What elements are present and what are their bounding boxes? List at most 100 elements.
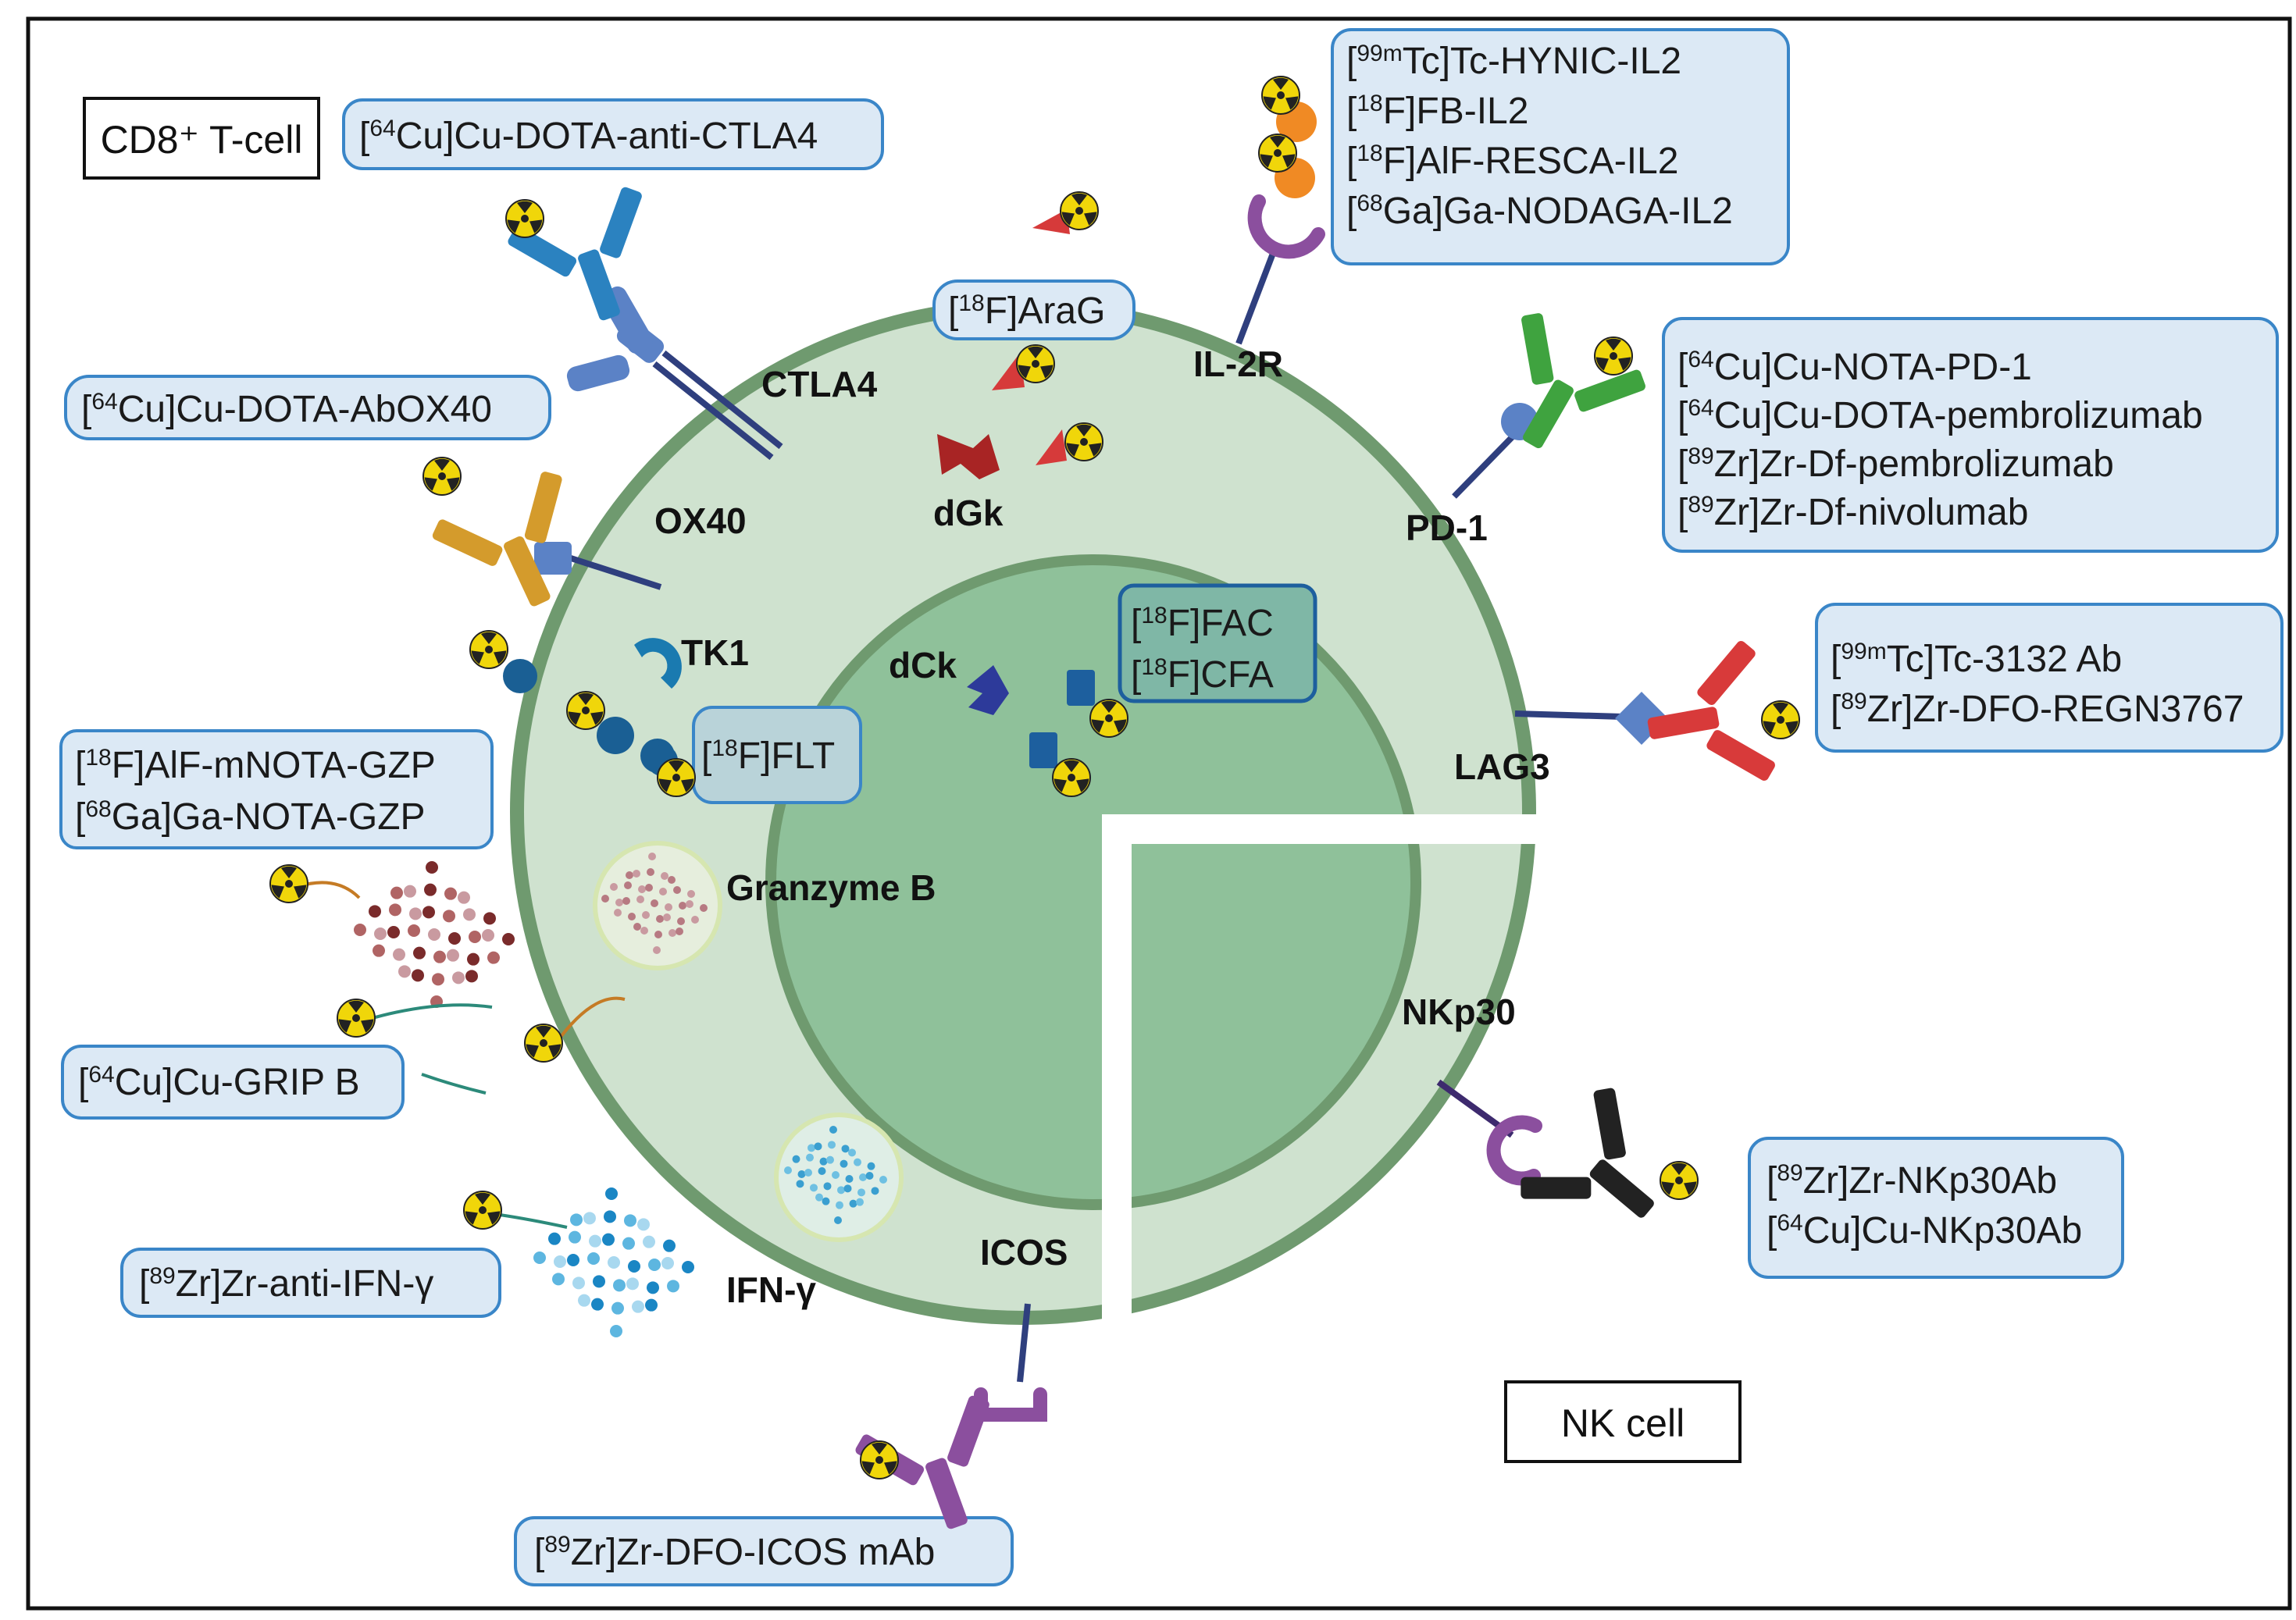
dot xyxy=(661,872,668,880)
dot xyxy=(663,913,671,921)
dot xyxy=(408,924,420,937)
dot xyxy=(686,900,693,908)
dot xyxy=(700,904,708,912)
dot xyxy=(867,1162,875,1170)
tracer-box-ox40: [64Cu]Cu-DOTA-AbOX40 xyxy=(64,375,551,440)
ifn-gamma-label: IFN-γ xyxy=(726,1269,816,1310)
dot xyxy=(552,1273,565,1286)
il2r-receptor xyxy=(1235,194,1325,345)
dck-enzyme xyxy=(967,665,1009,715)
tracer-box-pd1: [64Cu]Cu-NOTA-PD-1 [64Cu]Cu-DOTA-pembrol… xyxy=(1662,317,2279,553)
dot xyxy=(567,1254,579,1266)
icos-label: ICOS xyxy=(980,1232,1068,1273)
dot xyxy=(447,949,459,962)
dot xyxy=(814,1142,822,1151)
dot xyxy=(628,913,636,920)
grip-peptide xyxy=(421,1073,487,1095)
grip-peptide xyxy=(366,1003,493,1021)
dot xyxy=(591,1298,604,1311)
dot xyxy=(857,1188,865,1197)
dot xyxy=(823,1182,832,1191)
dot xyxy=(374,927,387,940)
dot xyxy=(828,1141,836,1149)
dot xyxy=(691,916,699,924)
tracer-text: [18F]AlF-mNOTA-GZP xyxy=(75,745,436,786)
dot xyxy=(443,910,455,923)
dot xyxy=(792,1155,800,1163)
granzyme-b-label: Granzyme B xyxy=(726,867,936,908)
radioactive-icon xyxy=(504,199,545,238)
radioactive-icon xyxy=(656,758,697,797)
dot xyxy=(879,1176,887,1184)
thymidine-dot xyxy=(597,717,634,754)
dot xyxy=(398,965,411,978)
dot xyxy=(653,946,661,954)
dot xyxy=(804,1169,812,1177)
dot xyxy=(587,1252,600,1265)
dot xyxy=(663,1239,676,1252)
tracer-text: [68Ga]Ga-NODAGA-IL2 xyxy=(1346,190,1733,232)
dot xyxy=(422,906,435,919)
dot xyxy=(840,1159,848,1168)
tracer-text: [89Zr]Zr-Df-pembrolizumab xyxy=(1677,443,2114,485)
dot xyxy=(412,969,424,982)
dot xyxy=(679,902,686,910)
dot xyxy=(624,1214,636,1227)
radioactive-icon xyxy=(1659,1161,1699,1200)
tracer-box-icos: [89Zr]Zr-DFO-ICOS mAb xyxy=(514,1516,1014,1586)
dot xyxy=(605,1187,618,1200)
tracer-text: [18F]FAC xyxy=(1131,603,1274,644)
tcell-label-box xyxy=(83,97,320,180)
dot xyxy=(647,1281,659,1294)
dot xyxy=(849,1199,857,1208)
dot xyxy=(673,886,681,894)
dot xyxy=(822,1197,830,1205)
dot xyxy=(444,887,457,900)
dot xyxy=(841,1145,850,1153)
dot xyxy=(373,944,385,957)
tracer-text: [89Zr]Zr-anti-IFN-γ xyxy=(139,1263,433,1305)
ifn-dots xyxy=(784,1126,887,1224)
dot xyxy=(642,911,650,919)
tracer-box-ifn: [89Zr]Zr-anti-IFN-γ xyxy=(120,1248,501,1318)
fac-molecule xyxy=(1067,670,1095,706)
dot xyxy=(613,1279,626,1292)
dot xyxy=(834,1216,842,1224)
dot xyxy=(836,1201,843,1209)
dot xyxy=(682,1261,694,1273)
tracer-box-flt: [18F]FLT xyxy=(692,706,862,804)
dot xyxy=(871,1187,879,1195)
dot xyxy=(554,1255,566,1268)
ctla4-label: CTLA4 xyxy=(761,364,878,404)
dot xyxy=(354,924,366,936)
dot xyxy=(390,886,403,899)
tracer-text: [89Zr]Zr-NKp30Ab xyxy=(1767,1160,2057,1202)
fac-molecule xyxy=(1029,732,1057,768)
nk-label: NK cell xyxy=(1561,1401,1685,1445)
tracer-text: [18F]CFA xyxy=(1131,654,1274,696)
dot xyxy=(610,883,618,891)
dot xyxy=(826,1155,834,1164)
ifn-dots xyxy=(533,1187,694,1337)
dot xyxy=(856,1198,864,1206)
nucleus xyxy=(765,554,1421,1210)
thymidine-dot xyxy=(503,659,537,693)
dot xyxy=(610,1325,622,1337)
tracer-text: [64Cu]Cu-NOTA-PD-1 xyxy=(1677,347,2032,388)
dot xyxy=(645,1298,658,1312)
dot xyxy=(797,1170,806,1178)
tracer-text: [18F]AraG xyxy=(948,290,1105,332)
dot xyxy=(502,933,515,945)
tracer-text: [99mTc]Tc-3132 Ab xyxy=(1831,639,2122,680)
dgk-enzyme xyxy=(937,434,1000,479)
dot xyxy=(648,853,656,860)
dot xyxy=(784,1166,792,1174)
tracer-box-fac: [18F]FAC [18F]CFA xyxy=(1118,583,1317,703)
tk1-enzyme xyxy=(634,638,682,689)
dot xyxy=(633,870,640,878)
tracer-box-grip: [64Cu]Cu-GRIP B xyxy=(61,1045,405,1120)
radioactive-icon xyxy=(469,630,509,669)
dot xyxy=(448,932,461,945)
dot xyxy=(806,1153,814,1162)
dot xyxy=(583,1212,596,1225)
